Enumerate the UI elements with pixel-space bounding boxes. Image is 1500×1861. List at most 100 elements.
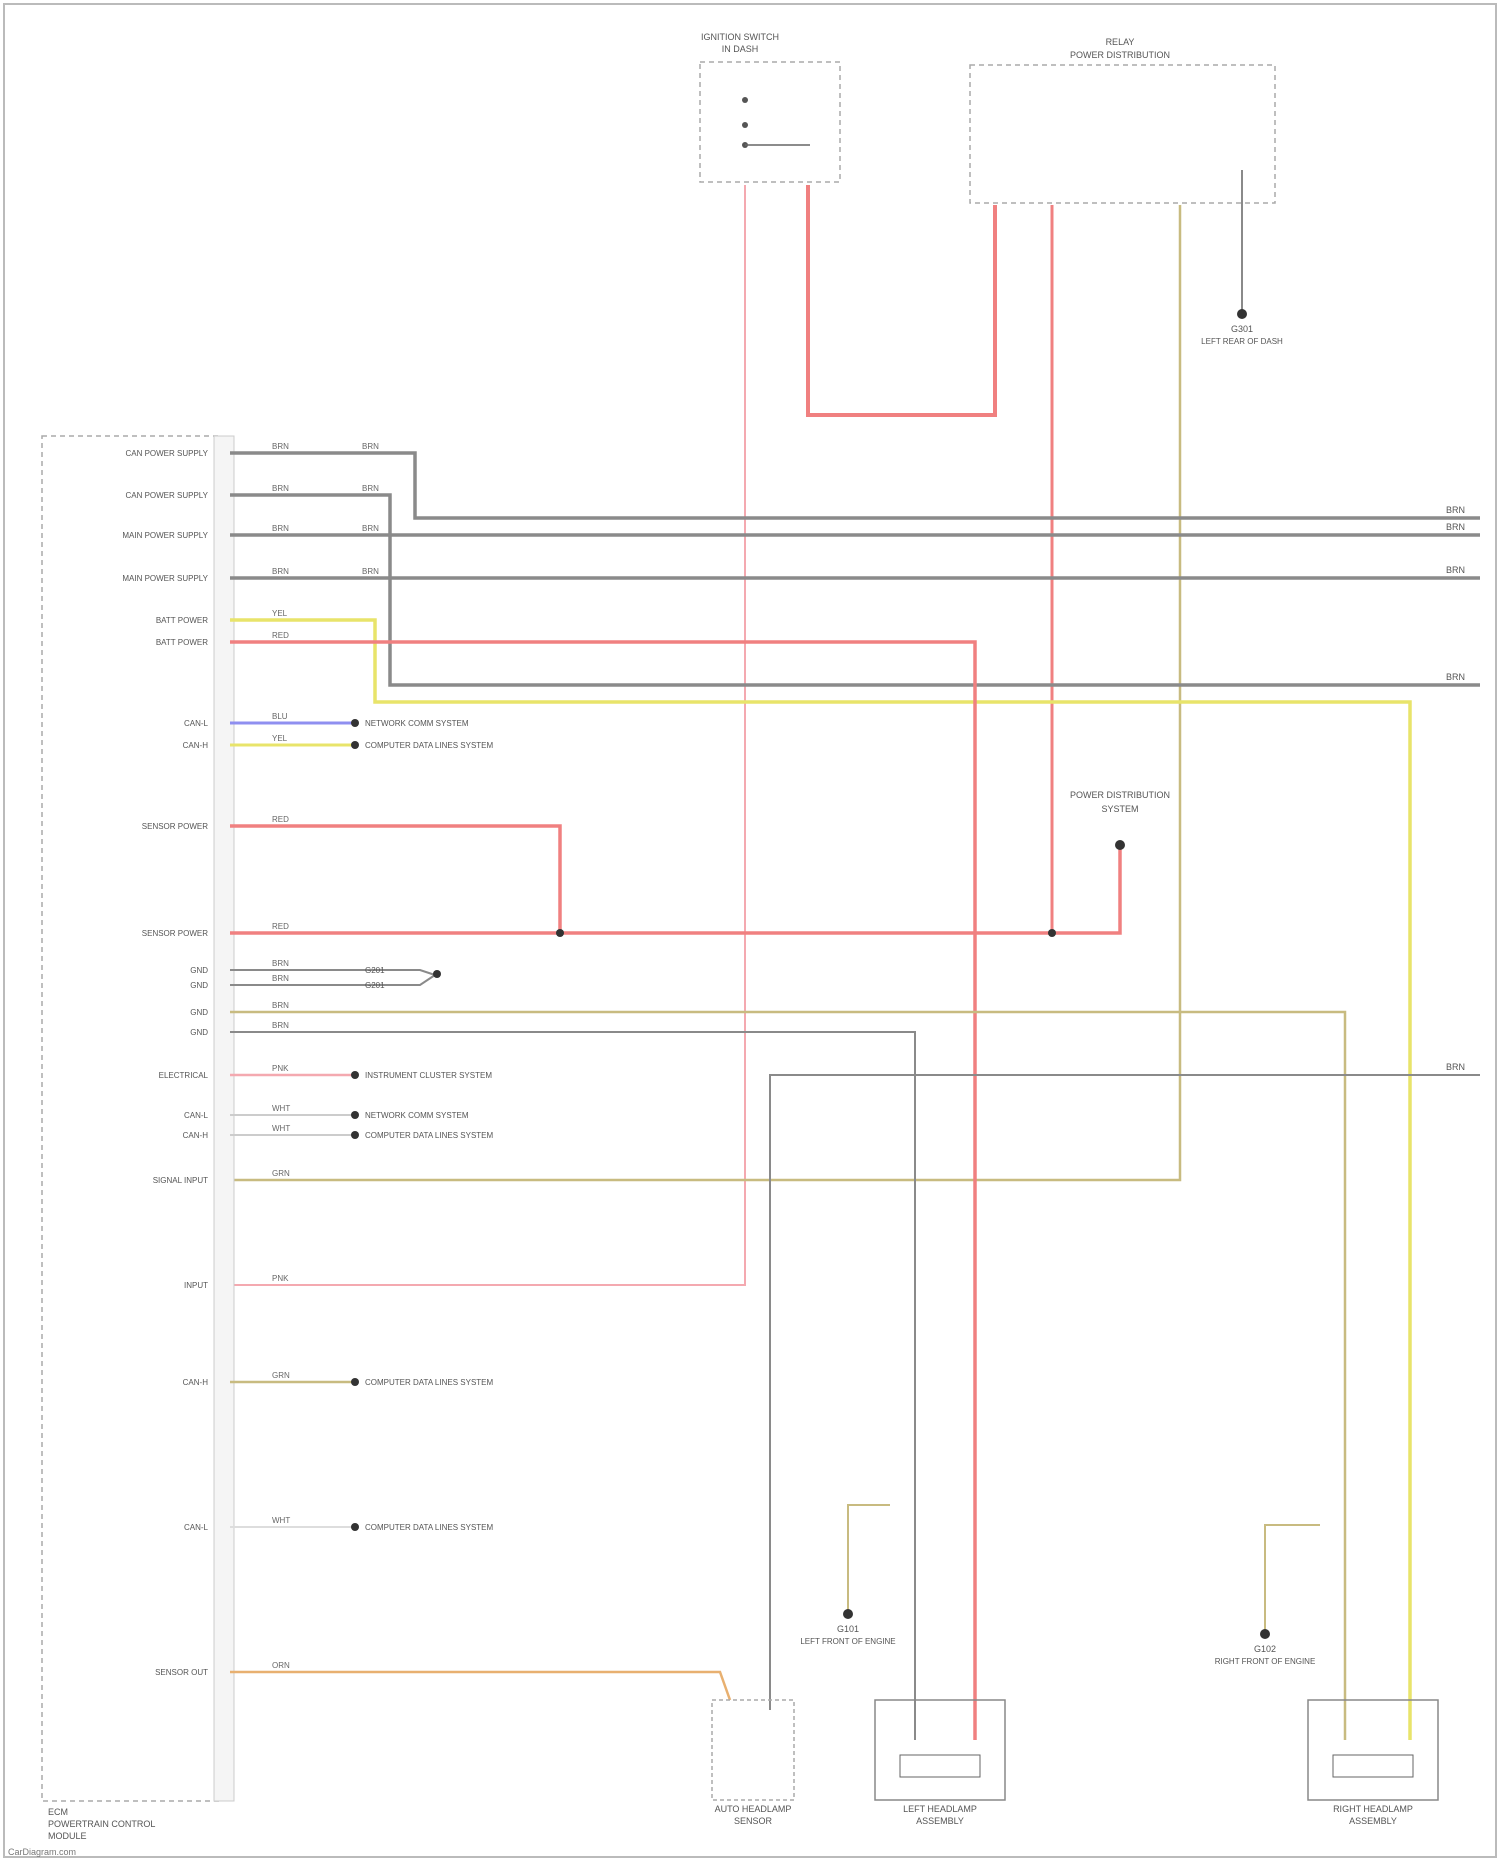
ecm-wire-color: BRN [272, 1001, 289, 1010]
ecm-label-2: POWERTRAIN CONTROL [48, 1819, 155, 1829]
wire-olive-g102 [1265, 1525, 1320, 1632]
wire-red-sensor-1 [230, 826, 560, 933]
ecm-splice-color: BRN [362, 567, 379, 576]
ecm-wire-color: WHT [272, 1124, 290, 1133]
ecm-pin-label: CAN-L [184, 1111, 209, 1120]
ecm-wire-color: GRN [272, 1371, 290, 1380]
ecm-pin-destination: COMPUTER DATA LINES SYSTEM [365, 1131, 494, 1140]
ecm-wire-color: BRN [272, 484, 289, 493]
wire-pink-ign [230, 185, 745, 1285]
ecm-pin-label: SENSOR OUT [155, 1668, 208, 1677]
wire-brn-1 [230, 453, 1480, 518]
ecm-pin-destination: COMPUTER DATA LINES SYSTEM [365, 1523, 494, 1532]
ecm-wire-color: BRN [272, 442, 289, 451]
ecm-pin-label: CAN-L [184, 719, 209, 728]
left-headlamp-subtitle: ASSEMBLY [916, 1816, 964, 1826]
ecm-pin-label: CAN POWER SUPPLY [125, 449, 208, 458]
ecm-pin-label: BATT POWER [156, 638, 208, 647]
right-label-4: BRN [1446, 1062, 1465, 1072]
ground-desc-g301: LEFT REAR OF DASH [1201, 337, 1283, 346]
ecm-wire-color: BRN [272, 1021, 289, 1030]
wire-gray-right [770, 1075, 1480, 1710]
ecm-wire-color: GRN [272, 1169, 290, 1178]
ground-label-g101: G101 [837, 1624, 859, 1634]
ground-desc-g102: RIGHT FRONT OF ENGINE [1215, 1657, 1316, 1666]
ecm-wire-color: PNK [272, 1274, 289, 1283]
ecm-pin-label: CAN-H [183, 1378, 209, 1387]
ecm-wire-color: YEL [272, 609, 288, 618]
sensor-junction-dot [556, 929, 564, 937]
ecm-pin-destination: G201 [365, 981, 385, 990]
relay-junction-dot [1048, 929, 1056, 937]
ecm-wire-color: ORN [272, 1661, 290, 1670]
ground-label-g102: G102 [1254, 1644, 1276, 1654]
ecm-splice-color: BRN [362, 524, 379, 533]
source-credit: CarDiagram.com [8, 1847, 76, 1857]
ecm-pin-label: SIGNAL INPUT [153, 1176, 208, 1185]
ignition-switch-title: IGNITION SWITCH [701, 32, 779, 42]
ecm-pin-destination: COMPUTER DATA LINES SYSTEM [365, 741, 494, 750]
wire-brn-2 [230, 495, 1480, 685]
ground-desc-g101: LEFT FRONT OF ENGINE [800, 1637, 895, 1646]
ecm-pin-label: GND [190, 981, 208, 990]
right-headlamp-assembly: RIGHT HEADLAMP ASSEMBLY [1308, 1700, 1438, 1826]
ecm-wire-color: BRN [272, 524, 289, 533]
ecm-pin-destination: NETWORK COMM SYSTEM [365, 1111, 469, 1120]
wire-orn-sensor [230, 1672, 730, 1700]
ecm-label-3: MODULE [48, 1831, 87, 1841]
ecm-wire-color: BLU [272, 712, 288, 721]
ecm-wire-color: BRN [272, 959, 289, 968]
auto-headlamp-subtitle: SENSOR [734, 1816, 773, 1826]
ecm-splice-color: BRN [362, 442, 379, 451]
wire-olive-relay [230, 205, 1180, 1180]
ecm-pin-label: ELECTRICAL [159, 1071, 209, 1080]
ecm-wire-color: RED [272, 631, 289, 640]
ecm-label-1: ECM [48, 1807, 68, 1817]
ecm-pin-label: MAIN POWER SUPPLY [122, 531, 208, 540]
ecm-pin-label: SENSOR POWER [142, 929, 208, 938]
ecm-wire-color: WHT [272, 1516, 290, 1525]
auto-headlamp-sensor: AUTO HEADLAMP SENSOR [712, 1700, 794, 1826]
ignition-switch-subtitle: IN DASH [722, 44, 759, 54]
ecm-pin-label: SENSOR POWER [142, 822, 208, 831]
ground-label-g301: G301 [1231, 324, 1253, 334]
right-label-5: BRN [1446, 522, 1465, 532]
pdc-relay-title: RELAY [1106, 37, 1135, 47]
wire-olive-gnd-1 [230, 1012, 1345, 1740]
ecm-pin-label: CAN-L [184, 1523, 209, 1532]
g102-dot [1260, 1629, 1270, 1639]
ecm-pin-label: CAN-H [183, 741, 209, 750]
wire-gnd-1 [230, 970, 435, 975]
right-headlamp-title: RIGHT HEADLAMP [1333, 1804, 1413, 1814]
ecm-wire-color: YEL [272, 734, 288, 743]
ecm-wire-color: PNK [272, 1064, 289, 1073]
ecm-wire-color: BRN [272, 567, 289, 576]
pds-subtitle: SYSTEM [1101, 804, 1138, 814]
pdc-relay: RELAY POWER DISTRIBUTION [970, 37, 1275, 203]
ecm-pin-destination: G201 [365, 966, 385, 975]
auto-headlamp-title: AUTO HEADLAMP [715, 1804, 792, 1814]
ecm-pin-label: BATT POWER [156, 616, 208, 625]
wire-olive-g101 [848, 1505, 890, 1612]
ecm-pin-label: CAN-H [183, 1131, 209, 1140]
right-headlamp-subtitle: ASSEMBLY [1349, 1816, 1397, 1826]
ignition-switch: IGNITION SWITCH IN DASH [700, 32, 840, 182]
ecm-wire-color: WHT [272, 1104, 290, 1113]
g101-dot [843, 1609, 853, 1619]
right-label-1: BRN [1446, 505, 1465, 515]
ecm-pin-label: INPUT [184, 1281, 208, 1290]
ecm-pin-destination: NETWORK COMM SYSTEM [365, 719, 469, 728]
relay-ground-dot [1237, 309, 1247, 319]
ecm-wire-color: BRN [272, 974, 289, 983]
ecm-pin-destination: COMPUTER DATA LINES SYSTEM [365, 1378, 494, 1387]
pds-dot [1115, 840, 1125, 850]
wire-gray-gnd-2 [230, 1032, 915, 1740]
wire-red-loop [808, 185, 995, 415]
left-headlamp-title: LEFT HEADLAMP [903, 1804, 977, 1814]
ecm-splice-color: BRN [362, 484, 379, 493]
g201-dot [433, 970, 441, 978]
ecm-pin-label: GND [190, 1008, 208, 1017]
ecm-pin-label: MAIN POWER SUPPLY [122, 574, 208, 583]
wire-gnd-2 [230, 975, 435, 985]
